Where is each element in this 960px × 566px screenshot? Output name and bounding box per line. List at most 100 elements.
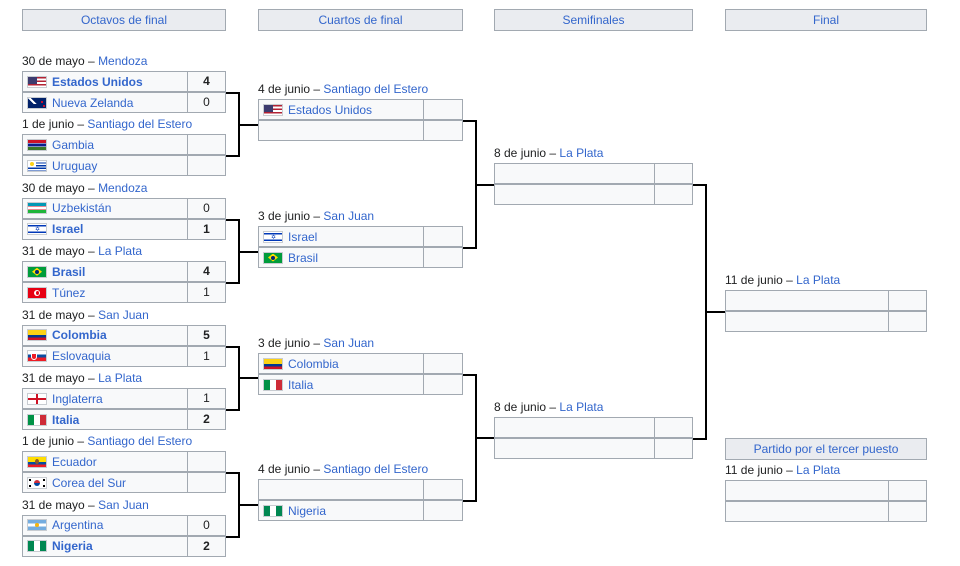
qf-team-row: Estados Unidos — [258, 99, 463, 120]
team-cell[interactable]: Colombia — [22, 324, 188, 346]
team-name[interactable]: Uruguay — [52, 158, 98, 173]
team-cell[interactable]: ✡Israel — [258, 226, 424, 247]
team-cell[interactable]: Estados Unidos — [258, 99, 424, 120]
team-name[interactable]: Argentina — [52, 518, 104, 533]
team-name[interactable]: Israel — [52, 222, 84, 237]
venue-link[interactable]: San Juan — [98, 497, 149, 512]
nga-flag-icon — [27, 540, 47, 553]
venue-link[interactable]: Santiago del Estero — [323, 82, 429, 96]
team-cell[interactable]: Nigeria — [22, 535, 188, 557]
final-team-row — [725, 311, 927, 332]
header-final[interactable]: Final — [725, 9, 927, 31]
team-name[interactable]: Gambia — [52, 137, 95, 152]
team-name[interactable]: Nueva Zelanda — [52, 95, 134, 110]
venue-link[interactable]: Santiago del Estero — [87, 434, 193, 449]
team-name[interactable]: Uzbekistán — [52, 201, 112, 216]
team-cell[interactable]: Brasil — [22, 261, 188, 283]
sf-team-row — [494, 184, 693, 205]
venue-link[interactable]: Mendoza — [98, 180, 148, 195]
match-date: 8 de junio — [494, 400, 547, 414]
r16-team-row: Uruguay — [22, 155, 226, 177]
team-cell[interactable]: Uzbekistán — [22, 197, 188, 219]
venue-link[interactable]: La Plata — [559, 146, 604, 160]
team-cell[interactable]: Nueva Zelanda — [22, 92, 188, 113]
team-cell — [725, 501, 889, 522]
team-name[interactable]: Estados Unidos — [288, 102, 373, 117]
team-name[interactable]: Israel — [288, 229, 318, 244]
team-name[interactable]: Túnez — [52, 285, 86, 300]
match-date: 1 de junio — [22, 117, 75, 132]
score-cell: 1 — [188, 218, 226, 240]
date-separator: – — [310, 336, 324, 350]
team-name[interactable]: Inglaterra — [52, 391, 103, 406]
team-cell[interactable]: Argentina — [22, 514, 188, 536]
team-name[interactable]: Colombia — [288, 356, 339, 371]
team-name[interactable]: Nigeria — [52, 539, 93, 554]
score-cell — [188, 472, 226, 494]
team-name[interactable]: Ecuador — [52, 454, 97, 469]
team-cell[interactable]: Uruguay — [22, 155, 188, 177]
usa-flag-icon — [27, 75, 47, 88]
qf-match-date: 4 de junio – Santiago del Estero — [258, 460, 428, 478]
venue-link[interactable]: Santiago del Estero — [323, 462, 429, 476]
team-cell — [494, 184, 655, 205]
header-round-of-16[interactable]: Octavos de final — [22, 9, 226, 31]
venue-link[interactable]: San Juan — [98, 307, 149, 322]
r16-match-date: 1 de junio – Santiago del Estero — [22, 115, 192, 133]
team-cell[interactable]: Colombia — [258, 353, 424, 374]
venue-link[interactable]: San Juan — [323, 209, 375, 223]
venue-link[interactable]: Santiago del Estero — [87, 117, 193, 132]
team-name[interactable]: Italia — [52, 412, 80, 427]
score-cell: 1 — [188, 282, 226, 304]
team-cell[interactable]: Corea del Sur — [22, 472, 188, 494]
score-cell: 1 — [188, 388, 226, 409]
bra-flag-icon — [263, 251, 283, 264]
venue-link[interactable]: Mendoza — [98, 54, 148, 68]
team-name[interactable]: Brasil — [52, 264, 86, 279]
team-cell — [258, 479, 424, 500]
venue-link[interactable]: La Plata — [796, 463, 841, 477]
header-third-place[interactable]: Partido por el tercer puesto — [725, 438, 927, 460]
team-cell[interactable]: Nigeria — [258, 500, 424, 521]
score-cell — [424, 479, 463, 500]
r16-match-date: 30 de mayo – Mendoza — [22, 179, 147, 197]
team-name[interactable]: Corea del Sur — [52, 475, 127, 490]
team-cell[interactable]: Brasil — [258, 247, 424, 268]
venue-link[interactable]: La Plata — [98, 244, 143, 259]
header-semifinals[interactable]: Semifinales — [494, 9, 693, 31]
date-separator: – — [84, 307, 99, 322]
team-name[interactable]: Eslovaquia — [52, 349, 111, 364]
header-quarterfinals[interactable]: Cuartos de final — [258, 9, 463, 31]
team-name[interactable]: Estados Unidos — [52, 74, 143, 89]
venue-link[interactable]: La Plata — [559, 400, 604, 414]
ecu-flag-icon — [27, 455, 47, 468]
team-cell[interactable]: Italia — [22, 409, 188, 430]
team-cell[interactable]: Ecuador — [22, 451, 188, 473]
team-name[interactable]: Italia — [288, 377, 314, 392]
date-separator: – — [84, 244, 99, 259]
bracket-connector — [238, 377, 258, 379]
score-cell: 2 — [188, 409, 226, 430]
team-cell[interactable]: Eslovaquia — [22, 345, 188, 367]
match-date: 8 de junio — [494, 146, 547, 160]
team-cell[interactable]: Gambia — [22, 134, 188, 156]
team-cell[interactable]: Italia — [258, 374, 424, 395]
team-cell — [725, 480, 889, 501]
venue-link[interactable]: San Juan — [323, 336, 375, 350]
score-cell — [655, 417, 693, 438]
usa-flag-icon — [263, 103, 283, 116]
venue-link[interactable]: La Plata — [796, 273, 841, 287]
score-cell — [188, 134, 226, 156]
venue-link[interactable]: La Plata — [98, 371, 143, 385]
team-cell[interactable]: Inglaterra — [22, 388, 188, 409]
team-name[interactable]: Colombia — [52, 328, 107, 343]
team-cell[interactable]: ✡Israel — [22, 218, 188, 240]
team-cell[interactable]: Túnez — [22, 282, 188, 304]
team-cell[interactable]: Estados Unidos — [22, 71, 188, 92]
team-name[interactable]: Nigeria — [288, 503, 327, 518]
date-separator: – — [84, 371, 99, 385]
team-name[interactable]: Brasil — [288, 250, 319, 265]
